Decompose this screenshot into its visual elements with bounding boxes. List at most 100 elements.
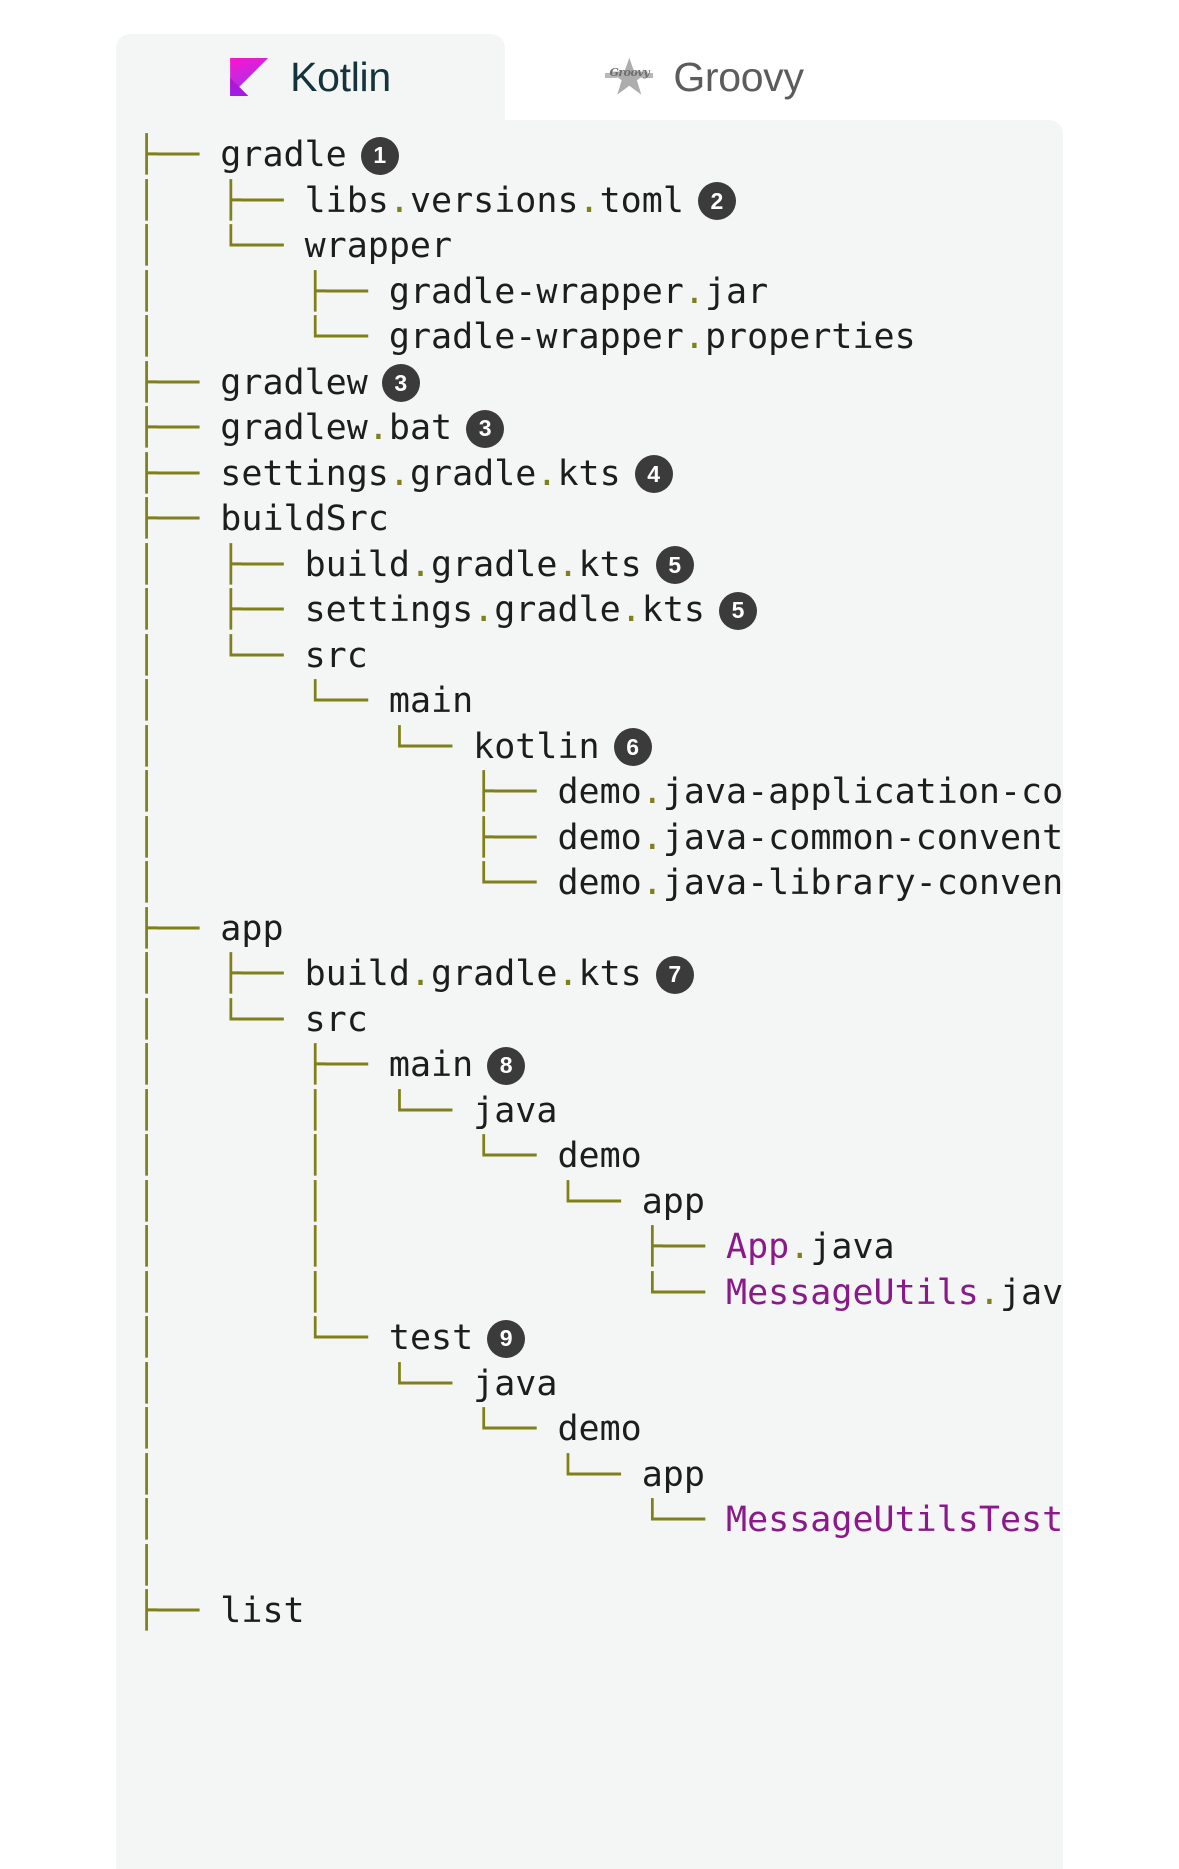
tree-row[interactable]: │ │ └── java: [116, 1089, 1063, 1135]
filename-part: java: [810, 1227, 895, 1267]
filename-separator: .: [683, 317, 705, 357]
tree-row[interactable]: │ └── app: [116, 1453, 1063, 1499]
tree-node-label: java: [473, 1089, 557, 1135]
step-badge[interactable]: 4: [634, 455, 673, 494]
tree-connector: │ └──: [136, 999, 305, 1040]
tree-row[interactable]: │: [116, 1544, 1063, 1590]
tree-row[interactable]: │ └── src: [116, 998, 1063, 1044]
tree-row[interactable]: ├── list: [116, 1589, 1063, 1635]
filename-part: java-common-conventions: [662, 817, 1063, 858]
tree-node-label: gradle: [220, 133, 346, 179]
filename-part: kotlin: [473, 726, 600, 767]
tree-row[interactable]: │ ├── gradle-wrapper.jar: [116, 270, 1063, 316]
step-badge[interactable]: 8: [487, 1046, 526, 1085]
tree-node-label: MessageUtilsTest.java: [726, 1498, 1063, 1544]
tree-row[interactable]: │ └── MessageUtilsTest.java: [116, 1498, 1063, 1544]
filename-separator: .: [388, 453, 410, 494]
tree-row[interactable]: │ └── gradle-wrapper.properties: [116, 315, 1063, 361]
tree-connector: │ └──: [136, 1363, 474, 1404]
filename-part: src: [304, 999, 368, 1040]
step-badge[interactable]: 5: [655, 546, 694, 585]
step-badge[interactable]: 1: [360, 136, 399, 175]
tree-connector: │ └──: [136, 1409, 558, 1449]
tree-row[interactable]: │ └── demo: [116, 1407, 1063, 1453]
tree-connector: ├──: [136, 135, 221, 175]
tree-node-label: build.gradle.kts: [305, 952, 642, 998]
filename-separator: .: [473, 590, 495, 630]
tree-node-label: app: [220, 907, 283, 953]
filename-basename: MessageUtils: [726, 1272, 979, 1313]
tree-row[interactable]: │ ├── demo.java-common-conventions.gradl…: [116, 816, 1063, 862]
tree-row[interactable]: │ │ └── MessageUtils.java: [116, 1271, 1063, 1317]
tree-row[interactable]: ├── app: [116, 907, 1063, 953]
tab-kotlin[interactable]: Kotlin: [116, 34, 505, 120]
step-badge[interactable]: 9: [487, 1319, 526, 1358]
filename-part: java-application-conventions: [662, 772, 1063, 812]
tree-node-label: buildSrc: [220, 497, 389, 543]
tree-connector: ├──: [136, 1591, 221, 1631]
tree-node-label: app: [642, 1453, 705, 1499]
tree-connector: ├──: [136, 908, 221, 949]
filename-part: app: [641, 1181, 705, 1222]
filename-part: toml: [599, 180, 684, 221]
tree-connector: │ └──: [136, 226, 305, 266]
tab-groovy[interactable]: Groovy Groovy: [513, 34, 898, 120]
tree-row[interactable]: ├── settings.gradle.kts 4: [116, 452, 1063, 498]
step-badge[interactable]: 3: [466, 409, 505, 448]
tree-row[interactable]: │ │ ├── App.java: [116, 1225, 1063, 1271]
tree-node-label: demo.java-application-conventions.gradle…: [557, 770, 1063, 816]
filename-separator: .: [578, 180, 600, 221]
tree-connector: │ ├──: [136, 590, 305, 630]
filename-part: app: [641, 1454, 705, 1495]
filename-part: java: [473, 1363, 558, 1404]
groovy-logo-icon: Groovy: [605, 57, 654, 97]
step-badge[interactable]: 2: [697, 182, 736, 221]
step-badge[interactable]: 6: [613, 728, 652, 767]
tree-row[interactable]: ├── buildSrc: [116, 497, 1063, 543]
tree-connector: │ │ └──: [136, 1272, 727, 1313]
tree-row[interactable]: │ ├── demo.java-application-conventions.…: [116, 770, 1063, 816]
filename-part: gradle: [409, 453, 537, 494]
tree-row[interactable]: │ └── java: [116, 1362, 1063, 1408]
filename-part: src: [304, 635, 368, 676]
tree-row[interactable]: │ │ └── demo: [116, 1134, 1063, 1180]
tree-node-label: src: [305, 998, 368, 1044]
tree-node-label: settings.gradle.kts: [220, 452, 620, 498]
tree-connector: │ ├──: [136, 817, 558, 858]
tree-row[interactable]: │ └── demo.java-library-conventions.grad…: [116, 861, 1063, 907]
tree-row[interactable]: │ │ └── app: [116, 1180, 1063, 1226]
filename-part: jar: [704, 271, 769, 312]
step-badge[interactable]: 5: [718, 591, 757, 630]
tree-node-label: libs.versions.toml: [305, 179, 684, 225]
tree-node-label: demo.java-library-conventions.gradle.kts: [557, 861, 1063, 907]
tree-connector: ├──: [136, 453, 221, 494]
tree-connector: │ ├──: [136, 954, 305, 994]
tree-connector: │ │ └──: [136, 1181, 642, 1222]
filename-part: libs: [304, 180, 389, 221]
step-badge[interactable]: 3: [381, 364, 420, 403]
tree-row[interactable]: │ └── src: [116, 634, 1063, 680]
filename-part: test: [388, 1318, 474, 1358]
filename-part: build: [304, 954, 410, 994]
tree-row[interactable]: │ └── wrapper: [116, 224, 1063, 270]
tree-row[interactable]: ├── gradle 1: [116, 133, 1063, 179]
tree-connector: ├──: [136, 408, 221, 448]
tree-node-label: demo: [557, 1134, 641, 1180]
filename-part: java: [999, 1272, 1063, 1313]
tree-row[interactable]: │ └── main: [116, 679, 1063, 725]
tree-row[interactable]: │ ├── build.gradle.kts 7: [116, 952, 1063, 998]
tree-node-label: kotlin: [473, 725, 599, 771]
filename-part: gradle: [431, 544, 558, 585]
tree-connector: │ └──: [136, 1500, 727, 1540]
step-badge[interactable]: 7: [655, 955, 694, 994]
filename-separator: .: [789, 1227, 811, 1267]
